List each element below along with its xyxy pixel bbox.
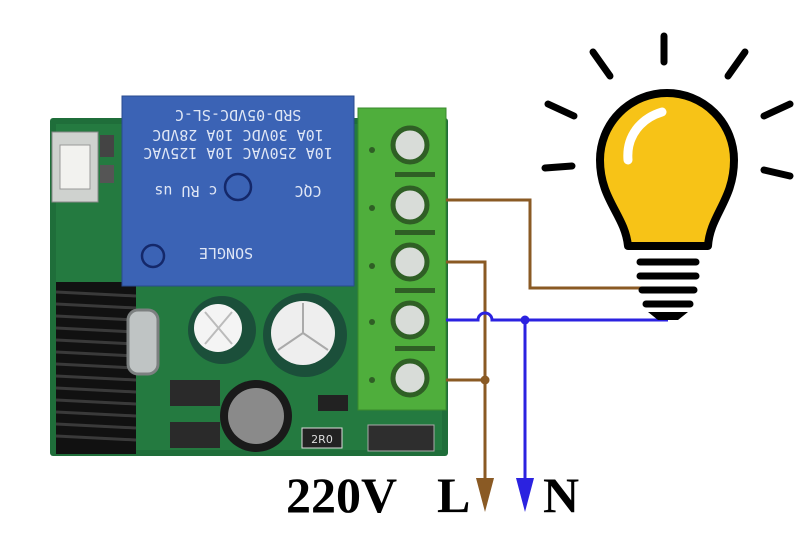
neutral-wire-to-bulb	[446, 311, 668, 322]
live-junction-dot	[480, 375, 490, 385]
antenna-coil	[55, 282, 137, 454]
live-arrow-icon	[476, 478, 494, 512]
live-label: L	[437, 467, 470, 523]
live-wire-to-bulb	[446, 198, 648, 290]
neutral-arrow-icon	[516, 478, 534, 512]
crystal-oscillator	[126, 308, 160, 376]
voltage-label: 220V	[286, 467, 397, 523]
neutral-label: N	[543, 467, 579, 523]
live-wire-input	[446, 260, 487, 488]
neutral-junction-dot	[520, 315, 530, 325]
relay-cert-cqc: CQC	[294, 182, 321, 200]
relay-cert-ul: c RU us	[154, 182, 217, 200]
relay-brand: SONGLE	[199, 244, 253, 262]
diode	[170, 422, 220, 448]
capacitor-large	[263, 293, 347, 377]
terminal-screw-4	[390, 300, 430, 340]
diode	[170, 380, 220, 406]
terminal-screw-3	[390, 242, 430, 282]
capacitor-small	[188, 296, 256, 364]
pairing-button	[51, 131, 99, 203]
terminal-block	[357, 107, 447, 411]
terminal-screw-2	[390, 185, 430, 225]
resistor-code: 2R0	[311, 433, 333, 446]
relay: SRD-05VDC-SL-C 10A 30VDC 10A 28VDC 10A 2…	[121, 95, 355, 287]
relay-rating-dc: 10A 30VDC 10A 28VDC	[152, 126, 324, 144]
terminal-screw-5	[390, 358, 430, 398]
relay-model: SRD-05VDC-SL-C	[175, 106, 301, 124]
terminal-screw-1	[390, 125, 430, 165]
light-bulb-icon	[541, 32, 794, 320]
resistor: 2R0	[301, 427, 343, 449]
relay-rating-ac: 10A 250VAC 10A 125VAC	[143, 144, 333, 162]
diode	[367, 424, 435, 452]
